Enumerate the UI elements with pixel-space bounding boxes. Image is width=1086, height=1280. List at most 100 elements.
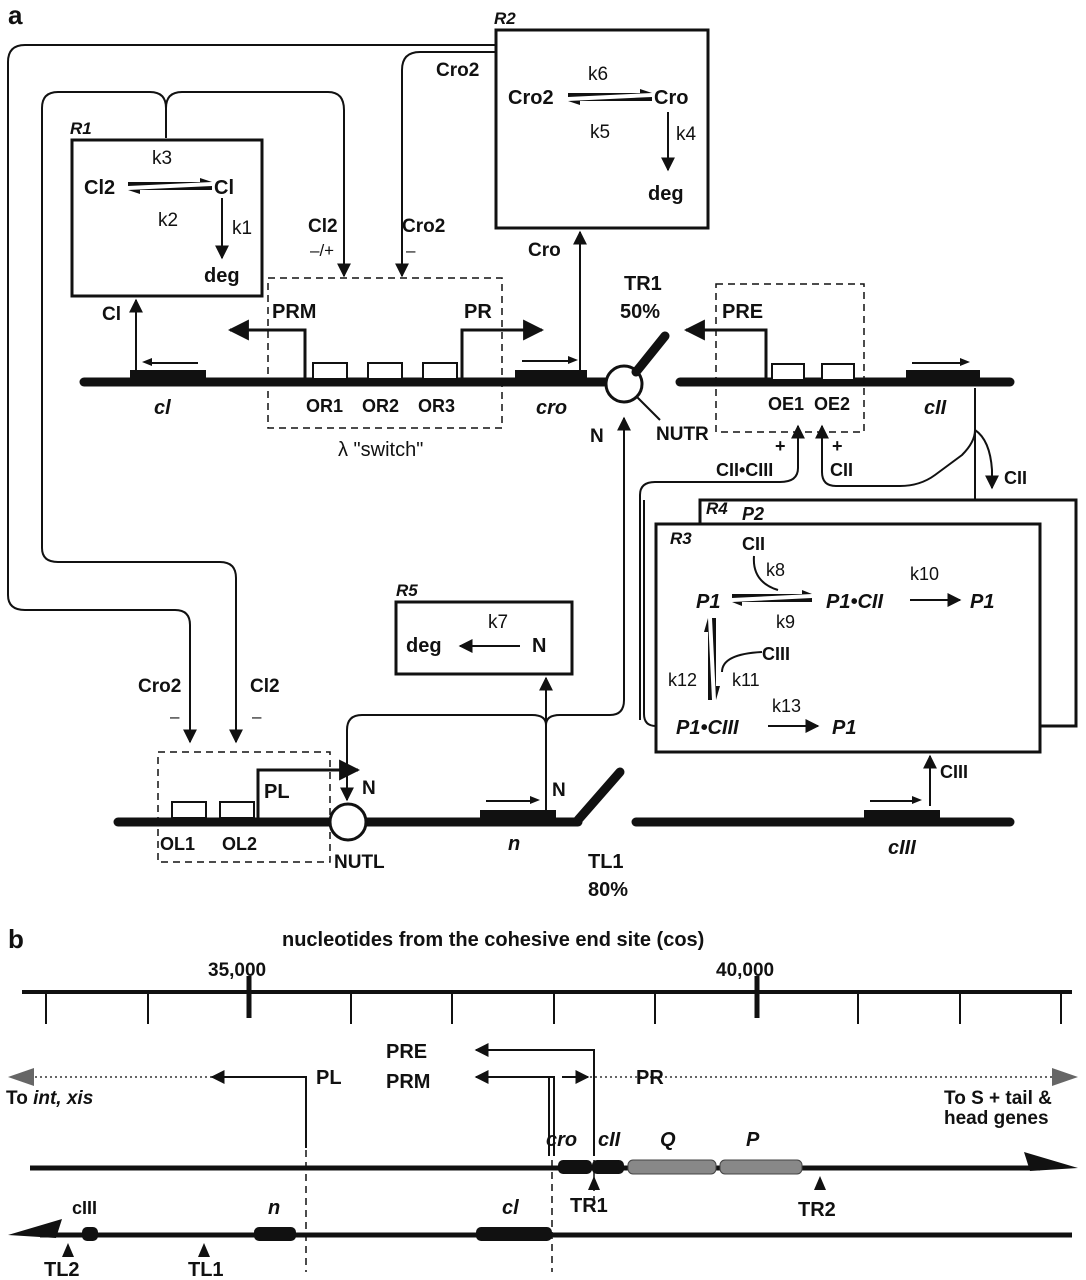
r2-cro2: Cro2 [508, 87, 554, 109]
r3-k11-arrow [712, 618, 720, 700]
pl-b-label: PL [316, 1067, 342, 1089]
gene-cii-bar [906, 370, 980, 386]
gene-ciii-label: cIII [888, 837, 916, 859]
pl-operator-box [157, 751, 331, 863]
cii-to-oe2 [815, 388, 976, 487]
cro2-l-sign: – [170, 707, 180, 726]
nutl-site [328, 802, 368, 842]
cro2-l-label: Cro2 [138, 676, 181, 697]
ciii-output-label: CIII [940, 762, 968, 782]
operator-oe2-label: OE2 [814, 394, 850, 414]
r2-forward-arrow [568, 89, 652, 97]
gene-ciii-bar [864, 810, 940, 826]
tl1-b-marker [198, 1243, 210, 1257]
tr2-b-label: TR2 [798, 1199, 836, 1221]
operator-or1 [312, 362, 348, 380]
pre-transcript-arrow [474, 1043, 595, 1156]
tr1-terminator [631, 331, 670, 377]
gene-cro-label: cro [536, 397, 567, 419]
r1-cl: Cl [214, 177, 234, 199]
lambda-switch-label: λ "switch" [338, 439, 423, 461]
operator-oe1 [771, 363, 805, 381]
gene-cl-b-label: cl [502, 1197, 519, 1219]
cii-ciii-label: CII•CIII [716, 460, 773, 480]
gene-cro-bar [515, 370, 587, 386]
cro-output-label: Cro [528, 240, 561, 261]
r1-forward-arrow [128, 178, 212, 186]
r2-tag: R2 [494, 9, 516, 28]
r3-p1ciii: P1•CIII [676, 717, 739, 739]
right-note-line1: To S + tail & [944, 1088, 1052, 1109]
n-to-nutl-arrow [340, 714, 547, 802]
r4-p2: P2 [742, 504, 764, 524]
r2-k4: k4 [676, 124, 697, 145]
tl1-b-label: TL1 [188, 1259, 224, 1280]
gene-cii-label: cII [924, 397, 947, 419]
tick-label-40000: 40,000 [716, 960, 774, 981]
r3-box [654, 522, 1042, 754]
upper-strand-head [1024, 1152, 1078, 1171]
r3-ciii-label: CIII [762, 644, 790, 664]
cro2-to-or-loop [395, 51, 495, 278]
cl2-to-or-loop [165, 91, 351, 278]
r3-cii-binding [752, 555, 779, 591]
n-to-nutr-link [545, 699, 625, 726]
tr1-b-label: TR1 [570, 1195, 608, 1217]
cl2-regulator-sign: –/+ [310, 241, 334, 260]
r2-box [494, 28, 710, 230]
tl1-label: TL1 [588, 851, 624, 873]
operator-ol2 [219, 801, 255, 819]
panel-a-label: a [8, 0, 23, 30]
gene-q-b-label: Q [660, 1129, 676, 1151]
gene-cl-b-bar [476, 1227, 552, 1241]
operator-or2-label: OR2 [362, 396, 399, 416]
r2-cro: Cro [654, 87, 688, 109]
cl-output-label: Cl [102, 304, 121, 325]
axis-title: nucleotides from the cohesive end site (… [282, 929, 704, 951]
r1-tag: R1 [70, 119, 92, 138]
cii-r3-label: CII [1004, 468, 1027, 488]
cro2-regulator-sign: – [406, 241, 416, 260]
r1-box [70, 138, 264, 298]
right-note-line2: head genes [944, 1108, 1049, 1129]
r3-tag: R3 [670, 529, 692, 548]
r3-k11: k11 [732, 670, 760, 690]
pre-b-label: PRE [386, 1041, 427, 1063]
left-note-genes: int, xis [33, 1088, 93, 1109]
r1-reverse-arrow [128, 186, 212, 194]
r5-k7: k7 [488, 612, 508, 633]
r3-k9: k9 [776, 612, 795, 632]
left-note-prefix: To [6, 1088, 33, 1109]
cl2-to-ol-loop [41, 91, 243, 744]
cii-ciii-to-oe1 [639, 424, 805, 720]
pr-b-label: PR [636, 1067, 664, 1089]
gene-cro-b-bar [558, 1160, 592, 1174]
operator-or3 [422, 362, 458, 380]
operator-ol1-label: OL1 [160, 834, 195, 854]
r3-reverse-arrow [732, 598, 812, 606]
tick-label-35000: 35,000 [208, 960, 266, 981]
tr1-b-marker [588, 1176, 600, 1190]
tr1-label: TR1 [624, 273, 662, 295]
prm-promoter-arrow [227, 319, 307, 378]
r3-p1-product: P1 [970, 591, 994, 613]
r1-deg: deg [204, 265, 240, 287]
r4-side-loop [643, 500, 657, 727]
panel-b-label: b [8, 924, 24, 954]
oe2-plus: + [832, 436, 843, 456]
pl-transcript-arrow [210, 1070, 307, 1148]
tl2-b-label: TL2 [44, 1259, 80, 1280]
pr-label: PR [464, 301, 492, 323]
r4-tag: R4 [706, 499, 728, 518]
r3-p1cii: P1•CII [826, 591, 883, 613]
r3-cii-label: CII [742, 534, 765, 554]
r3-ciii-binding [721, 651, 763, 673]
n-nutl-label: N [362, 778, 376, 799]
cro2-to-ol-loop [7, 44, 495, 744]
r5-box [394, 600, 574, 676]
r3-p1-product-2: P1 [832, 717, 856, 739]
r3-k13: k13 [772, 696, 801, 716]
r3-p1: P1 [696, 591, 720, 613]
gene-p-b-bar [719, 1159, 803, 1175]
